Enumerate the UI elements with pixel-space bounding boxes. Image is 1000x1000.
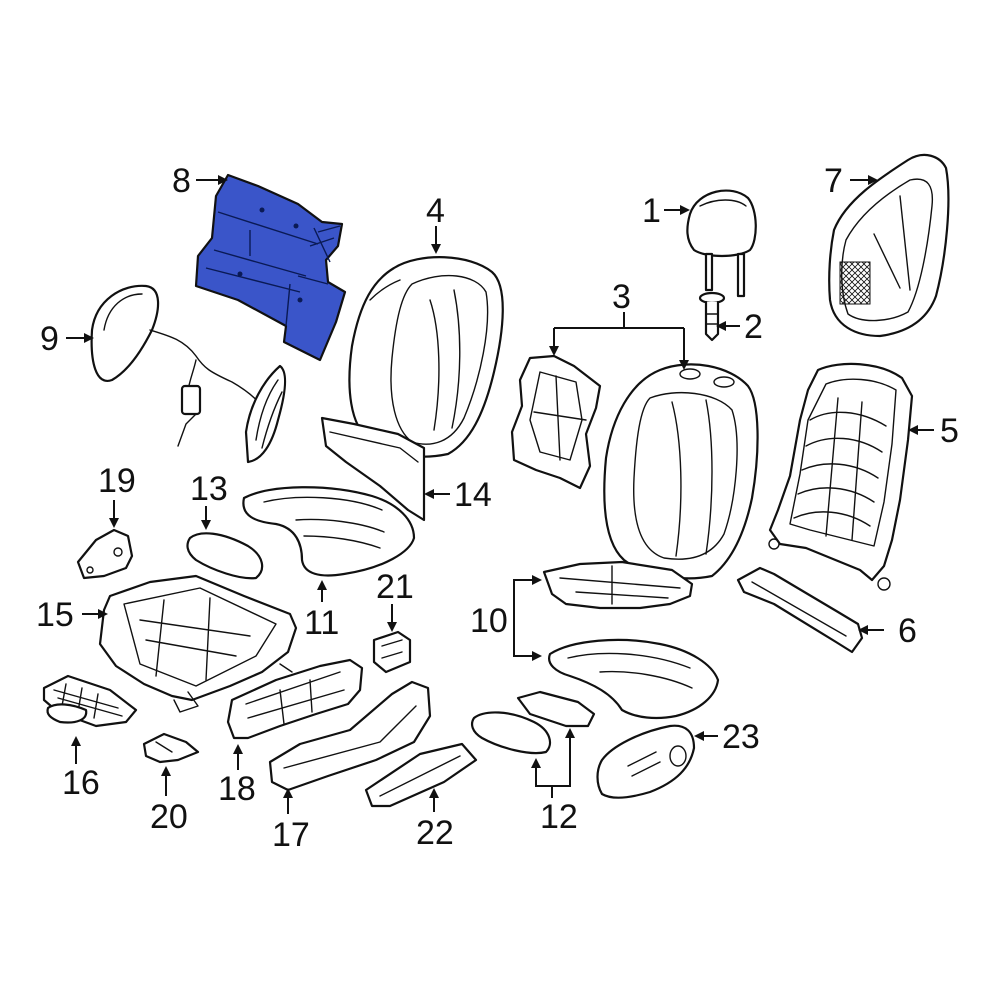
callout-20: 20 xyxy=(150,798,188,836)
part-5-seat-back-frame[interactable] xyxy=(768,362,914,591)
callout-7: 7 xyxy=(824,162,843,200)
part-20-small-clip[interactable] xyxy=(142,732,200,764)
part-2-headrest-guide[interactable] xyxy=(698,291,726,342)
part-3-seat-back-heater-and-cover[interactable] xyxy=(510,354,759,580)
callout-3: 3 xyxy=(612,278,631,316)
callout-13: 13 xyxy=(190,470,228,508)
callout-5: 5 xyxy=(940,412,959,450)
part-16-trim-mat[interactable] xyxy=(42,674,138,728)
part-9-side-bolster-with-harness[interactable] xyxy=(90,284,287,464)
callout-14: 14 xyxy=(454,476,492,514)
callout-11: 11 xyxy=(304,604,339,642)
callout-8: 8 xyxy=(172,162,191,200)
part-12-thigh-pads[interactable] xyxy=(471,690,596,755)
part-13-thigh-pad[interactable] xyxy=(186,532,264,580)
callout-18: 18 xyxy=(218,770,256,808)
part-18-side-trim-panel[interactable] xyxy=(226,658,364,740)
callout-21: 21 xyxy=(376,568,414,606)
part-8-seat-back-panel[interactable] xyxy=(194,173,347,362)
part-1-headrest[interactable] xyxy=(686,189,757,298)
part-15-seat-frame[interactable] xyxy=(98,574,298,713)
callout-17: 17 xyxy=(272,816,310,854)
part-6-seat-rail-trim[interactable] xyxy=(736,566,864,654)
leader-lines xyxy=(66,175,934,814)
callout-12: 12 xyxy=(540,798,578,836)
part-23-seat-switch[interactable] xyxy=(596,724,696,799)
part-10-seat-cushion-set[interactable] xyxy=(542,560,720,720)
part-4-seat-back-cover[interactable] xyxy=(348,256,504,458)
callout-1: 1 xyxy=(642,192,661,230)
callout-22: 22 xyxy=(416,814,454,852)
callout-23: 23 xyxy=(722,718,760,756)
callout-labels: 1 2 3 4 5 6 7 8 9 10 11 12 13 14 15 16 1… xyxy=(36,162,959,854)
callout-2: 2 xyxy=(744,308,763,346)
callout-9: 9 xyxy=(40,320,59,358)
callout-6: 6 xyxy=(898,612,917,650)
callout-19: 19 xyxy=(98,462,136,500)
callout-10: 10 xyxy=(470,602,508,640)
part-14-back-trim-panel[interactable] xyxy=(320,416,426,522)
callout-4: 4 xyxy=(426,192,445,230)
part-21-clip[interactable] xyxy=(372,630,412,674)
part-11-seat-cushion[interactable] xyxy=(242,486,416,577)
callout-15: 15 xyxy=(36,596,74,634)
part-7-rear-backrest-panel[interactable] xyxy=(828,153,950,338)
part-19-bracket[interactable] xyxy=(76,528,134,580)
callout-16: 16 xyxy=(62,764,100,802)
part-22-sill-trim[interactable] xyxy=(364,742,478,808)
